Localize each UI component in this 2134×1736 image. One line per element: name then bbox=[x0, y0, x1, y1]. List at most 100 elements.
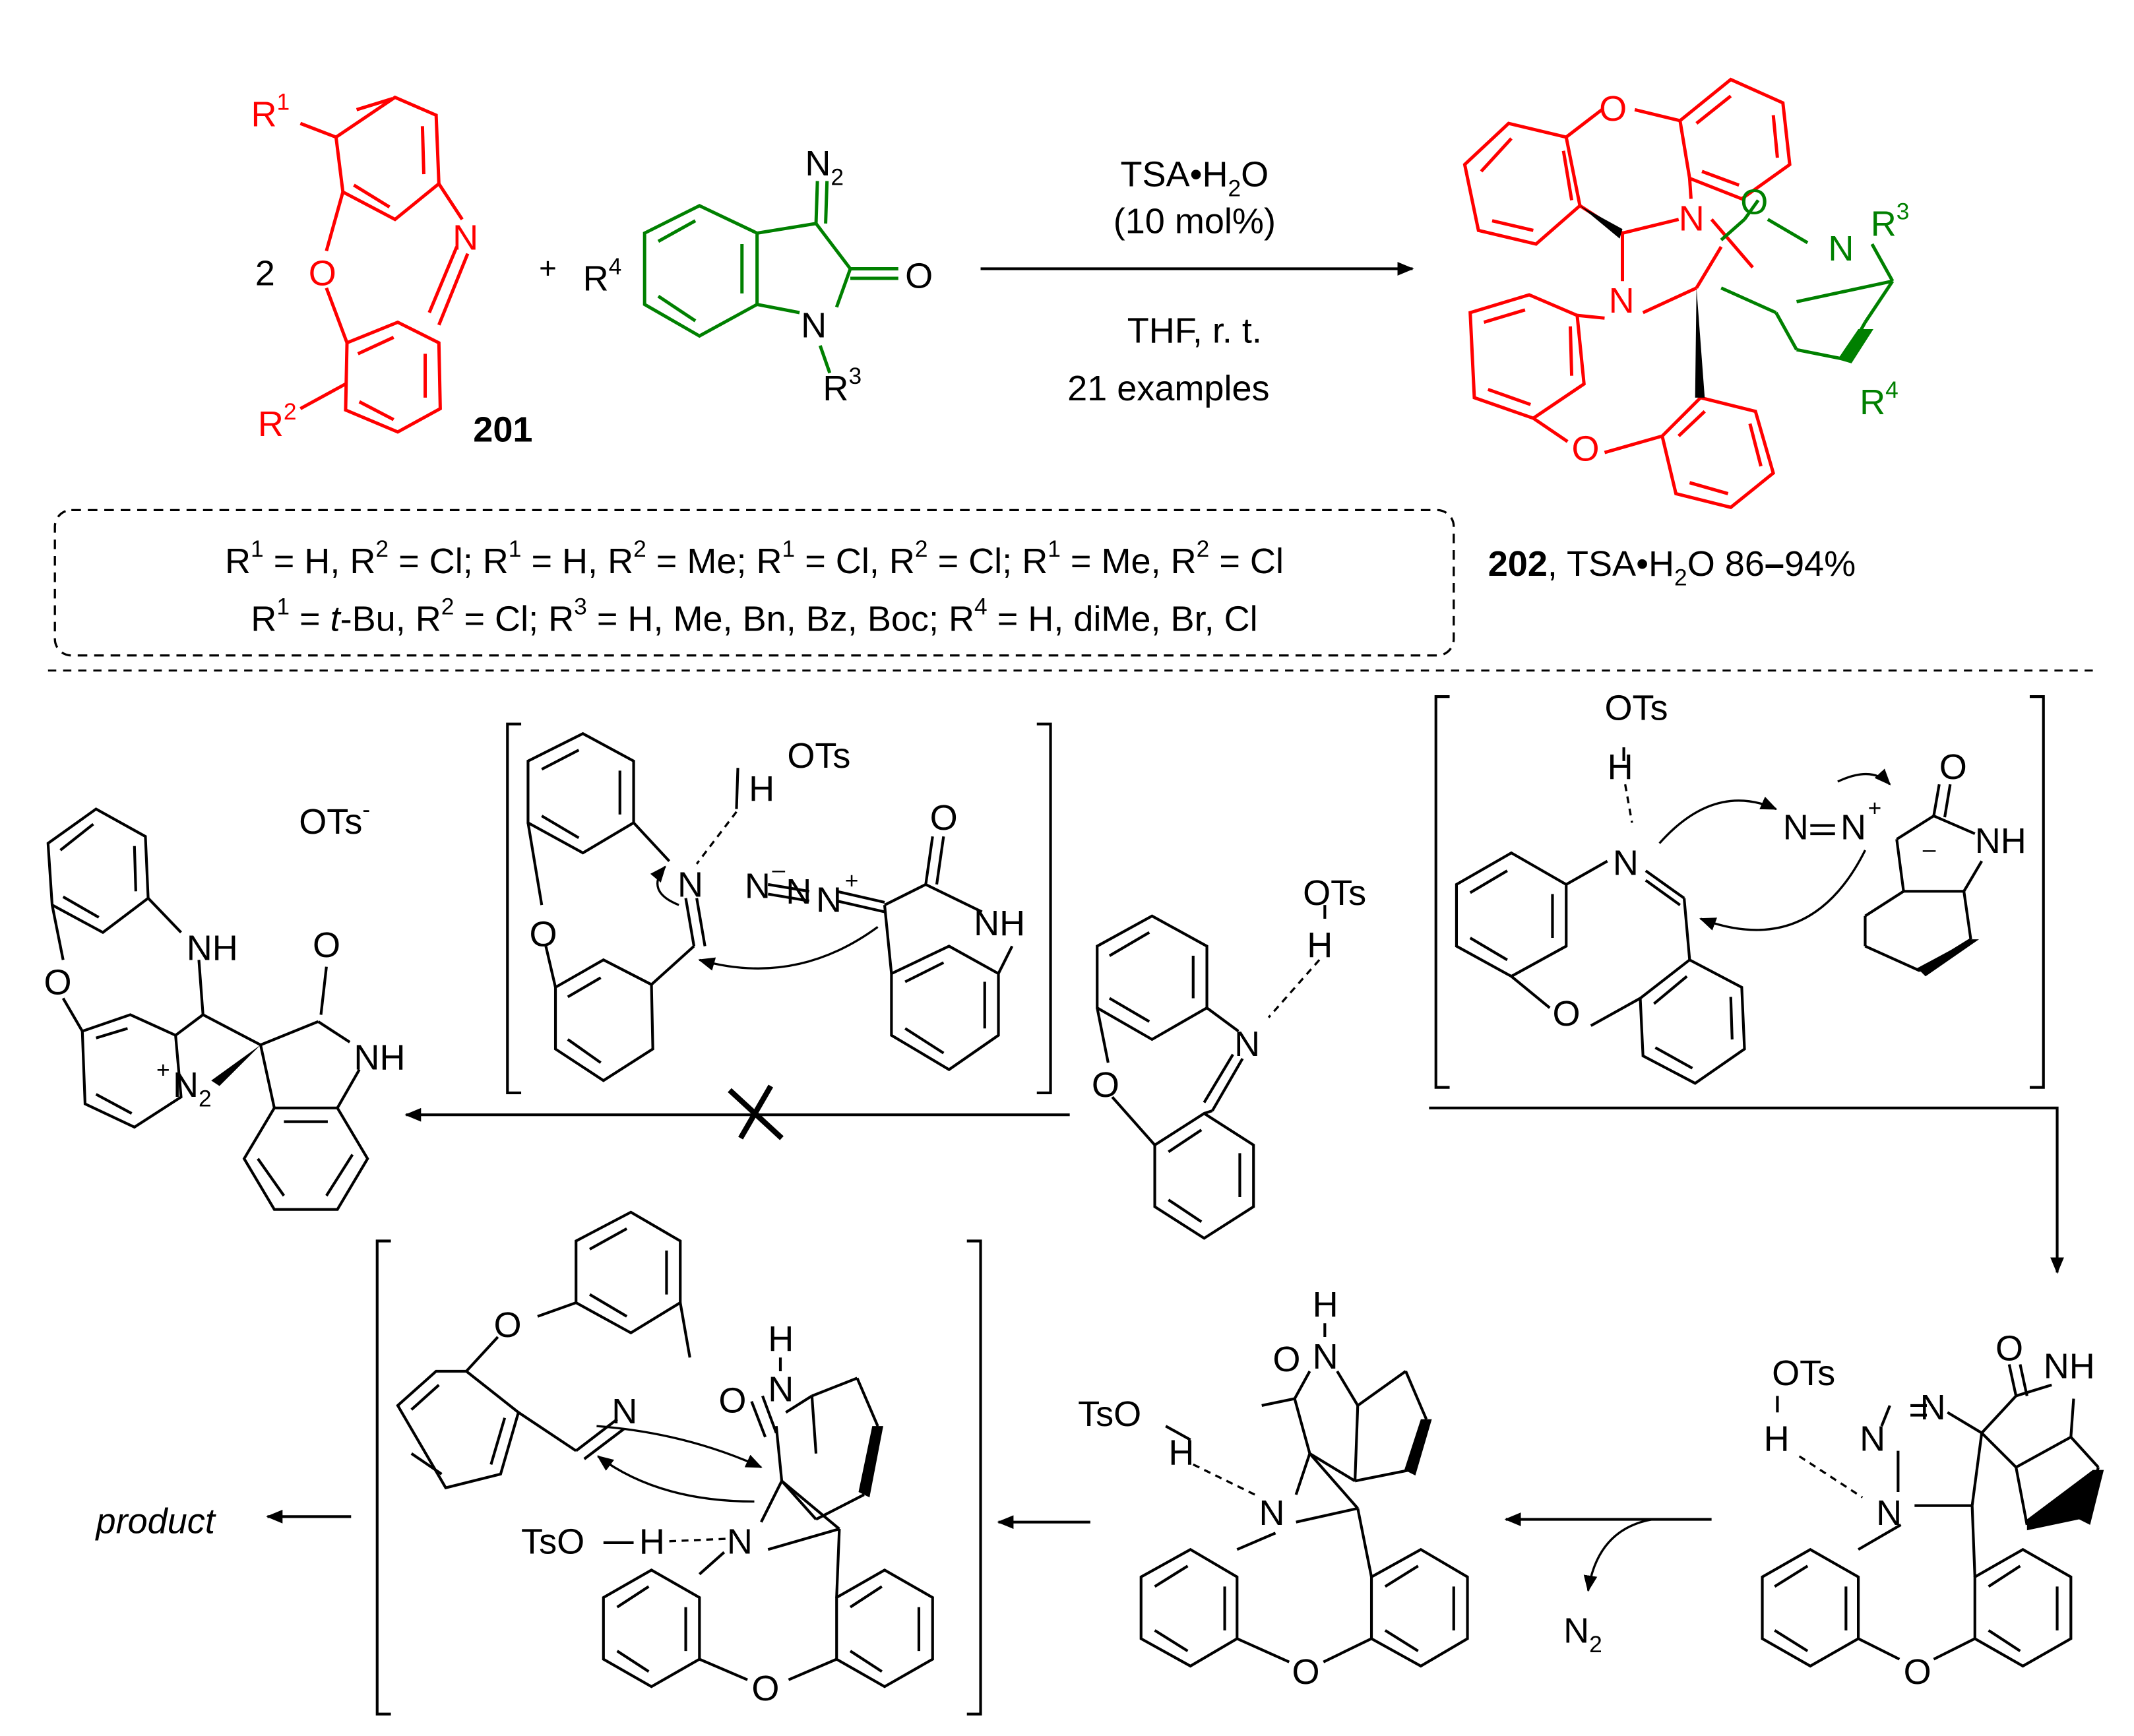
aziridine-o-carbonyl: O bbox=[1272, 1340, 1300, 1379]
bracket-left-structure bbox=[526, 731, 1014, 1082]
condition-loading: (10 mol%) bbox=[1114, 201, 1276, 241]
aziridine-n: N bbox=[1259, 1493, 1285, 1533]
bracket-right-o-carbonyl: O bbox=[1939, 747, 1967, 787]
bracket-bottom-h-bond bbox=[669, 1537, 733, 1543]
substituent-line-1-seg-0: R bbox=[225, 542, 251, 581]
substituent-line-2-seg-3: t bbox=[330, 599, 342, 638]
bracket-left-h-bond bbox=[695, 811, 737, 865]
substituent-line-2-seg-9: 4 bbox=[974, 594, 988, 619]
bracket-bottom-tso: TsO bbox=[521, 1522, 584, 1561]
bracket-bottom-n-lactam: N bbox=[768, 1370, 794, 1410]
bracket-left-n-plus: N bbox=[816, 881, 842, 920]
bracket-bottom-o-carbonyl: O bbox=[718, 1380, 746, 1420]
triazoline-h-bond bbox=[1798, 1455, 1864, 1499]
coefficient: 2 bbox=[255, 253, 275, 293]
bracket-right-minus: – bbox=[1923, 836, 1936, 862]
bracket-bottom-curved-arrow-2 bbox=[596, 1455, 755, 1503]
substituent-line-2-seg-0: R bbox=[251, 599, 276, 638]
substituent-line-2-seg-7: 3 bbox=[574, 594, 587, 619]
product-202-r4: R4 bbox=[1860, 377, 1899, 422]
product-202-r3: R3 bbox=[1871, 199, 1910, 244]
aziridine-h-bond bbox=[1193, 1463, 1256, 1496]
aziridine-h: H bbox=[1168, 1433, 1194, 1472]
triazoline-n2: N bbox=[1920, 1388, 1946, 1427]
failed-o: O bbox=[44, 962, 72, 1002]
bracket-left-curved-arrow-2 bbox=[650, 865, 679, 906]
failed-n2-plus: + bbox=[156, 1057, 170, 1083]
substituent-line-1-seg-9: 1 bbox=[782, 536, 796, 562]
product-202-wedge-bottom bbox=[1695, 288, 1705, 398]
bracket-bottom-structure bbox=[396, 1210, 934, 1689]
bracket-bottom-o-top: O bbox=[493, 1305, 521, 1345]
center-h-bond bbox=[1267, 959, 1321, 1018]
bracket-left-nh: NH bbox=[974, 904, 1025, 943]
n2-loss-curved-arrow bbox=[1583, 1518, 1653, 1592]
triazoline-h: H bbox=[1764, 1419, 1790, 1459]
bracket-right-curved-arrow-2 bbox=[1699, 850, 1866, 931]
bracket-right-n: N bbox=[1613, 843, 1639, 883]
triazoline-o-bottom: O bbox=[1904, 1652, 1931, 1692]
bracket-right-brackets bbox=[1434, 695, 2045, 1089]
condition-examples: 21 examples bbox=[1067, 369, 1269, 408]
diazo-n: N bbox=[801, 305, 827, 345]
bracket-bottom-n: N bbox=[727, 1522, 753, 1561]
center-imine-structure bbox=[1096, 905, 1327, 1240]
n2-loss-label: N2 bbox=[1563, 1611, 1602, 1658]
triazoline-n3: N bbox=[1876, 1493, 1902, 1533]
triazoline-o: O bbox=[1995, 1328, 2023, 1368]
triazoline-n1: N bbox=[1860, 1419, 1885, 1459]
center-n: N bbox=[1234, 1024, 1260, 1064]
bracket-left-o: O bbox=[530, 915, 557, 954]
substituent-line-1-seg-10: = Cl, R bbox=[795, 542, 915, 581]
product-202-wedge-top bbox=[1580, 205, 1623, 239]
diazo-r3: R3 bbox=[823, 363, 862, 408]
bracket-left-n-eq: N bbox=[786, 872, 811, 912]
bracket-bottom-curved-arrow-1 bbox=[596, 1425, 763, 1469]
product-202-bold-ring bbox=[1837, 328, 1873, 363]
bracket-bottom-h-lactam: H bbox=[768, 1319, 794, 1359]
failed-product-structure bbox=[46, 807, 369, 1211]
reactant-201-structure bbox=[299, 95, 470, 434]
bracket-right-n-term: N bbox=[1783, 807, 1809, 847]
substituent-line-2-seg-8: = H, Me, Bn, Bz, Boc; R bbox=[587, 599, 974, 638]
aziridine-bold-ring bbox=[1404, 1419, 1432, 1475]
compound-label-201: 201 bbox=[473, 410, 532, 449]
failed-nh-lactam: NH bbox=[354, 1038, 405, 1078]
product-202-n-amide: N bbox=[1828, 229, 1854, 268]
product-202-o-carbonyl: O bbox=[1740, 182, 1768, 222]
bracket-left-n: N bbox=[677, 865, 703, 905]
substituent-line-2-seg-6: = Cl; R bbox=[454, 599, 574, 638]
reactant-201-n: N bbox=[453, 218, 478, 257]
reactant-201-r1: R1 bbox=[251, 89, 290, 134]
bracket-right-o: O bbox=[1552, 994, 1580, 1034]
substituent-line-1-seg-14: = Me, R bbox=[1061, 542, 1197, 581]
triazoline-ots: OTs bbox=[1772, 1353, 1835, 1393]
substituent-line-1-seg-5: 1 bbox=[509, 536, 522, 562]
bracket-left-ots: OTs bbox=[787, 736, 850, 776]
center-h: H bbox=[1307, 925, 1333, 965]
bracket-right-ots: OTs bbox=[1604, 688, 1668, 728]
triazoline-nh: NH bbox=[2044, 1346, 2095, 1386]
bracket-right-bold-ring bbox=[1917, 939, 1980, 977]
plus-sign: + bbox=[539, 251, 557, 285]
product-yield: 202, TSA•H2O 86–94% bbox=[1488, 544, 1856, 591]
bracket-bottom-bold-ring bbox=[858, 1426, 883, 1498]
center-ots: OTs bbox=[1303, 873, 1366, 913]
bracket-left-brackets bbox=[506, 722, 1052, 1095]
bracket-bottom-n-imine: N bbox=[612, 1392, 637, 1431]
substituent-box bbox=[53, 509, 1455, 657]
reactant-201-r2: R2 bbox=[258, 399, 297, 444]
reactant-201-o: O bbox=[309, 253, 336, 293]
bracket-bottom-o-bottom: O bbox=[751, 1669, 779, 1708]
substituent-line-1-seg-12: = Cl; R bbox=[928, 542, 1048, 581]
aziridine-tso: TsO bbox=[1078, 1394, 1141, 1434]
aziridine-nh-h: H bbox=[1313, 1285, 1338, 1324]
bracket-left-minus: – bbox=[772, 857, 786, 883]
aziridine-o-bottom: O bbox=[1292, 1652, 1319, 1692]
substituent-line-2: R1 = t-Bu, R2 = Cl; R3 = H, Me, Bn, Bz, … bbox=[251, 594, 1257, 638]
failed-n2: N2 bbox=[173, 1065, 212, 1112]
substituent-line-2-seg-10: = H, diMe, Br, Cl bbox=[988, 599, 1258, 638]
product-202-o-bottom: O bbox=[1572, 429, 1600, 469]
failed-product-wedge bbox=[211, 1045, 261, 1086]
condition-catalyst: TSA•H2O bbox=[1120, 155, 1269, 202]
